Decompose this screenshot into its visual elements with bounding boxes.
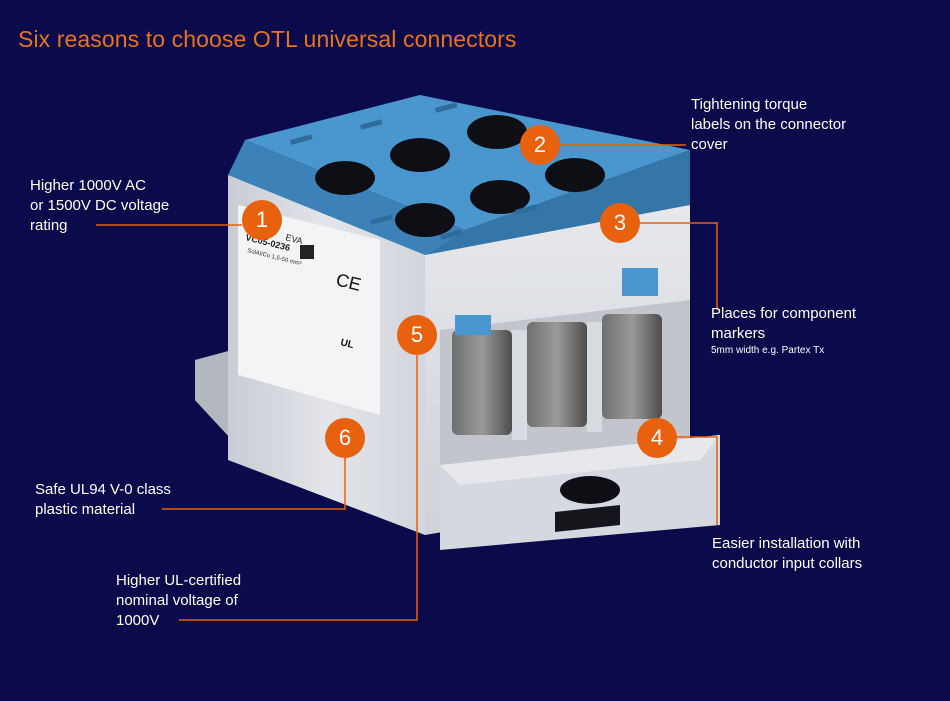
- callout-badge-5: 5: [397, 315, 437, 355]
- label-ul-mark: UL: [339, 337, 355, 351]
- callout-5-line-2: nominal voltage of: [116, 592, 238, 609]
- callout-label-1: Higher 1000V AC or 1500V DC voltage rati…: [30, 176, 169, 236]
- callout-label-3: Places for component markers 5mm width e…: [711, 304, 856, 357]
- callout-badge-6: 6: [325, 418, 365, 458]
- callout-badge-4: 4: [637, 418, 677, 458]
- callout-3-line-2: markers: [711, 325, 766, 342]
- callout-6-line-1: Safe UL94 V-0 class: [35, 481, 171, 498]
- callout-1-line-3: rating: [30, 217, 68, 234]
- callout-5-line-1: Higher UL-certified: [116, 572, 242, 589]
- callout-1-line-2: or 1500V DC voltage: [30, 197, 170, 214]
- qr-code-icon: [300, 245, 314, 259]
- callout-2-line-2: labels on the connector: [691, 116, 847, 133]
- callout-label-5: Higher UL-certified nominal voltage of 1…: [116, 571, 241, 631]
- leader-line-5: [179, 355, 418, 621]
- callout-2-line-3: cover: [691, 136, 728, 153]
- callout-6-line-2: plastic material: [35, 501, 136, 518]
- leader-line-4: [676, 436, 718, 525]
- callout-4-line-2: conductor input collars: [712, 555, 863, 572]
- callout-label-4: Easier installation with conductor input…: [712, 534, 862, 574]
- callout-1-line-1: Higher 1000V AC: [30, 177, 146, 194]
- callout-2-line-1: Tightening torque: [691, 96, 808, 113]
- callout-badge-1: 1: [242, 200, 282, 240]
- callout-badge-3: 3: [600, 203, 640, 243]
- leader-line-6: [162, 458, 346, 510]
- callout-5-line-3: 1000V: [116, 612, 160, 629]
- callout-badge-2: 2: [520, 125, 560, 165]
- callout-3-line-1: Places for component: [711, 305, 857, 322]
- callout-label-6: Safe UL94 V-0 class plastic material: [35, 480, 171, 520]
- callout-label-2: Tightening torque labels on the connecto…: [691, 95, 846, 155]
- page-title: Six reasons to choose OTL universal conn…: [18, 26, 517, 52]
- callout-3-sub: 5mm width e.g. Partex Tx: [711, 345, 825, 356]
- label-brand: EVA: [285, 232, 304, 246]
- leader-line-3: [640, 222, 718, 310]
- callout-4-line-1: Easier installation with: [712, 535, 861, 552]
